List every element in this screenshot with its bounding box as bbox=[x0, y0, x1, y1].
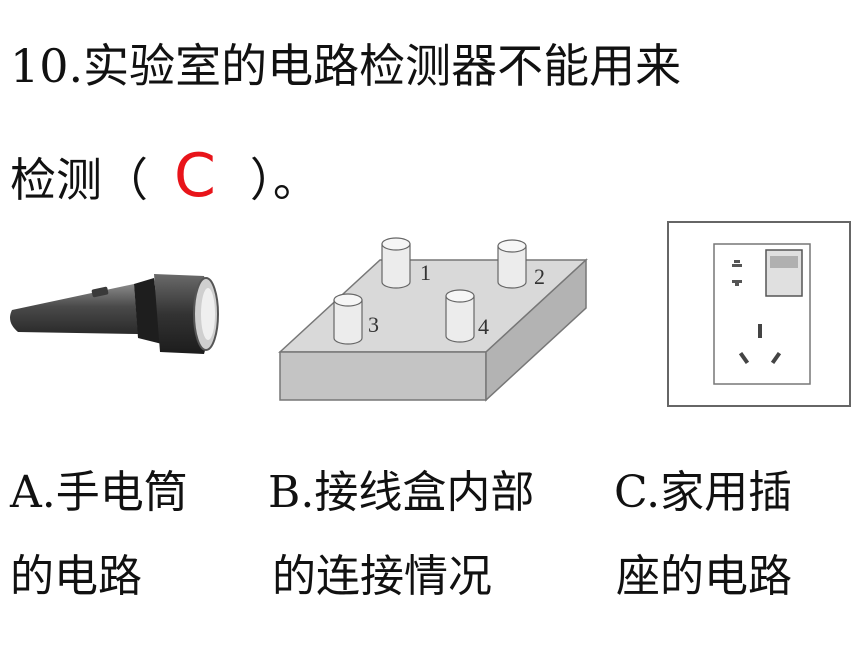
option-c-line-1: C.家用插 bbox=[614, 467, 793, 518]
question-line-1: 10.实验室的电路检测器不能用来 bbox=[10, 39, 682, 93]
option-b-line-1: B.接线盒内部 bbox=[268, 467, 535, 518]
question-line-2: 检测（C）。 bbox=[10, 146, 319, 208]
option-a-line-1: A.手电筒 bbox=[10, 467, 188, 518]
question-prefix: 检测（ bbox=[10, 153, 148, 207]
option-a-line-2: 的电路 bbox=[10, 551, 142, 602]
terminal-2 bbox=[497, 239, 527, 289]
option-c-line-2: 座的电路 bbox=[616, 551, 792, 602]
wall-socket-figure bbox=[667, 221, 851, 407]
flashlight-figure bbox=[10, 274, 219, 354]
terminal-label-2: 2 bbox=[534, 264, 545, 289]
terminal-3 bbox=[333, 293, 363, 345]
junction-box-figure: 1 2 3 4 bbox=[278, 237, 588, 402]
terminal-label-1: 1 bbox=[420, 260, 431, 285]
option-b-line-2: 的连接情况 bbox=[272, 551, 492, 602]
terminal-label-3: 3 bbox=[368, 312, 379, 337]
terminal-label-4: 4 bbox=[478, 314, 489, 339]
answer-letter: C bbox=[174, 141, 216, 211]
terminal-4 bbox=[445, 289, 475, 343]
question-suffix: ）。 bbox=[249, 153, 319, 207]
terminal-1 bbox=[381, 237, 411, 289]
